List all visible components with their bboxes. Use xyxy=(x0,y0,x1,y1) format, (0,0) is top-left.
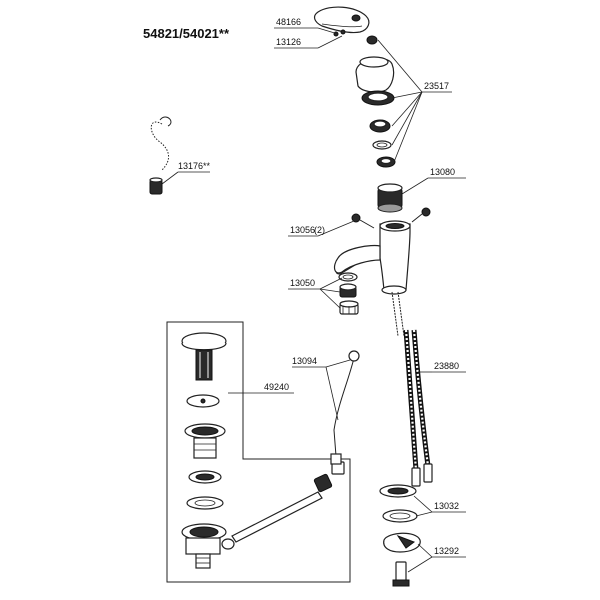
fixing-nut-part[interactable] xyxy=(392,561,410,587)
ring-part-1[interactable] xyxy=(361,90,395,106)
leader-lines xyxy=(161,27,466,573)
label-13056: 13056 xyxy=(290,225,315,235)
dome-cover-part[interactable] xyxy=(355,56,395,93)
label-13050: 13050 xyxy=(290,278,315,288)
chain-plug-part[interactable] xyxy=(149,116,172,195)
aerator-insert-part[interactable] xyxy=(339,283,357,298)
label-49240: 49240 xyxy=(264,382,289,392)
side-pin-left-part[interactable] xyxy=(351,213,375,229)
label-48166: 48166 xyxy=(276,17,301,27)
waste-washer-2-part[interactable] xyxy=(186,496,224,510)
label-13176: 13176** xyxy=(178,161,211,171)
fixing-plate-part[interactable] xyxy=(383,532,421,553)
ring-part-2[interactable] xyxy=(369,119,391,133)
mixer-body-part[interactable] xyxy=(333,220,411,295)
popup-stopper-part[interactable] xyxy=(181,332,227,381)
waste-body-part[interactable] xyxy=(181,523,235,569)
label-13056-quantity: (2) xyxy=(314,225,325,235)
flexible-hose-left-part[interactable] xyxy=(403,329,421,487)
pull-rod-part[interactable] xyxy=(330,350,360,465)
ring-part-4[interactable] xyxy=(376,156,396,168)
cap-nut-part[interactable] xyxy=(366,35,378,45)
pivot-rod-part[interactable] xyxy=(231,461,345,543)
label-13126: 13126 xyxy=(276,37,301,47)
waste-flange-part[interactable] xyxy=(184,423,226,459)
label-13094: 13094 xyxy=(292,356,317,366)
label-13080: 13080 xyxy=(430,167,455,177)
lever-handle-part[interactable] xyxy=(313,6,370,34)
rubber-washer-part[interactable] xyxy=(382,509,418,523)
aerator-housing-part[interactable] xyxy=(339,300,359,315)
label-13032: 13032 xyxy=(434,501,459,511)
waste-assembly-frame xyxy=(166,321,351,583)
aerator-ring-1-part[interactable] xyxy=(338,272,358,282)
page-title: 54821/54021** xyxy=(143,26,230,41)
label-23880: 23880 xyxy=(434,361,459,371)
support-washer-part[interactable] xyxy=(379,484,417,498)
stopper-seal-part[interactable] xyxy=(186,394,220,408)
label-23517: 23517 xyxy=(424,81,449,91)
ring-part-3[interactable] xyxy=(372,140,392,150)
flexible-hose-right-part[interactable] xyxy=(411,329,433,483)
waste-washer-1-part[interactable] xyxy=(188,470,222,484)
label-13292: 13292 xyxy=(434,546,459,556)
side-pin-right-part[interactable] xyxy=(411,207,431,223)
cartridge-part[interactable] xyxy=(377,183,403,213)
threaded-stud-part[interactable] xyxy=(391,291,405,337)
